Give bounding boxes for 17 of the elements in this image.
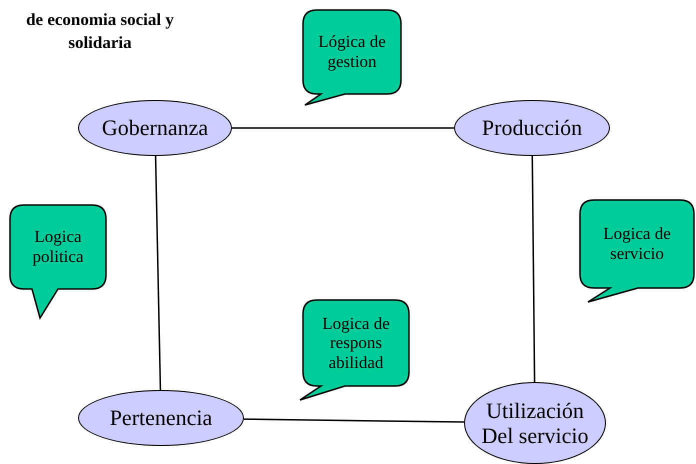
node-label: Gobernanza (102, 115, 208, 141)
speech-bubble (10, 205, 106, 318)
speech-bubble (300, 300, 409, 400)
bubble-text: Logica de respons abilidad (321, 312, 391, 374)
bubble-text: Lógica de gestion (317, 31, 387, 73)
bubble-text: Logica politica (32, 226, 84, 268)
connector-line (532, 156, 536, 382)
speech-bubble (580, 200, 694, 302)
connector-line (244, 418, 464, 423)
node-label: Utilización Del servicio (480, 398, 590, 448)
connector-line (232, 127, 454, 129)
node-label: Producción (482, 115, 582, 141)
speech-bubble (303, 10, 401, 105)
diagram-title: de economia social y solidaria (25, 9, 175, 54)
connector-line (154, 156, 162, 390)
bubble-text: Logica de servicio (602, 223, 672, 265)
node-label: Pertenencia (110, 405, 212, 431)
